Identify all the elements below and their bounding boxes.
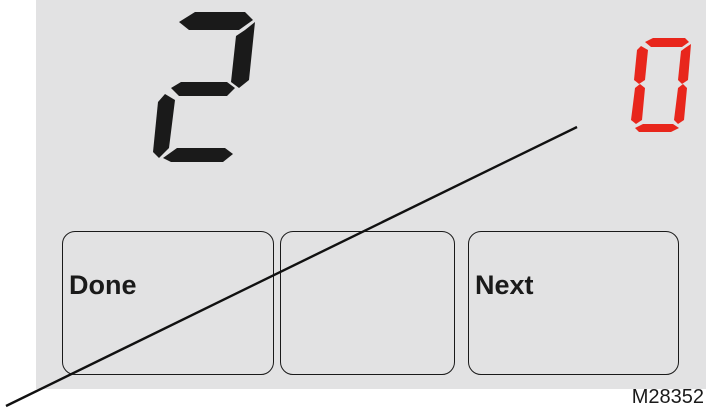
- red-seven-segment-digit: [631, 38, 691, 132]
- softkey-done-label: Done: [69, 270, 137, 300]
- segment-bottom: [635, 124, 679, 132]
- softkey-blank[interactable]: [280, 231, 455, 375]
- segment-upper-right: [678, 44, 691, 84]
- segment-lower-left: [153, 94, 175, 158]
- segment-top: [179, 12, 253, 30]
- segment-lower-right: [674, 84, 687, 124]
- softkey-done[interactable]: Done: [62, 231, 274, 375]
- segment-upper-right: [231, 22, 255, 88]
- segment-middle: [171, 82, 235, 96]
- figure-id-label: M28352: [631, 386, 704, 408]
- segment-lower-left: [631, 84, 645, 124]
- segment-upper-left: [634, 46, 648, 84]
- segment-top: [645, 38, 689, 47]
- softkey-next-label: Next: [475, 270, 534, 300]
- softkey-next[interactable]: Next: [468, 231, 679, 375]
- main-seven-segment-digit: [153, 12, 255, 162]
- segment-bottom: [163, 148, 233, 162]
